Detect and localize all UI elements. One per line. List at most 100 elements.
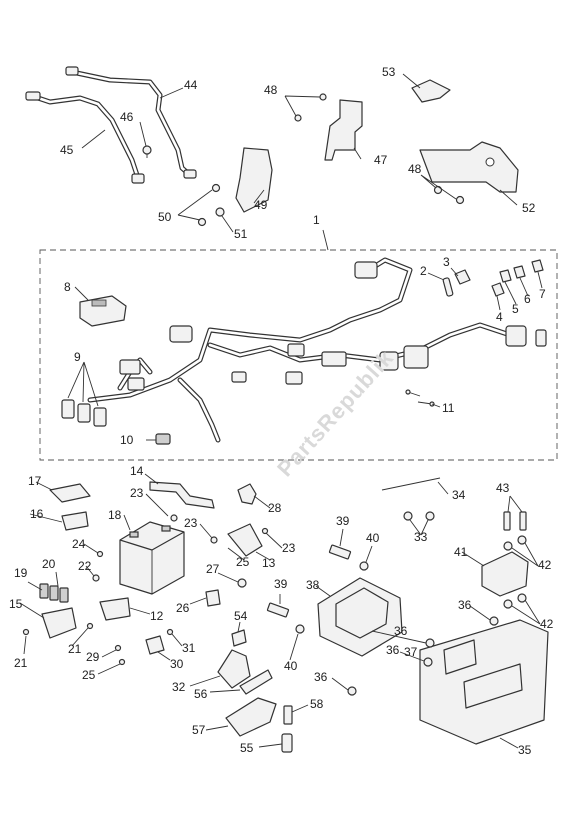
bracket-53 (411, 79, 451, 103)
cover-13 (227, 523, 263, 557)
sensor-41 (481, 551, 529, 597)
nut-29 (114, 644, 122, 652)
bolt-23 (170, 514, 269, 544)
terminals-11 (405, 389, 435, 407)
callout-41: 41 (454, 545, 468, 559)
callout-2: 2 (420, 264, 427, 278)
module-8 (79, 295, 127, 327)
bolt-55 (281, 733, 293, 753)
bracket-17 (49, 483, 91, 503)
tray-35 (419, 619, 549, 745)
callout-40a: 40 (366, 531, 380, 545)
callout-49: 49 (254, 198, 268, 212)
screw-24 (96, 550, 104, 558)
callout-18: 18 (108, 508, 122, 522)
grommet-26 (205, 589, 221, 607)
callout-42a: 42 (538, 558, 552, 572)
callout-labels: 1 2 3 4 5 6 7 8 9 10 11 12 13 14 15 16 1… (9, 65, 554, 757)
callout-39b: 39 (274, 577, 288, 591)
callout-23a: 23 (130, 486, 144, 500)
callout-12: 12 (150, 609, 164, 623)
clip-28 (237, 483, 257, 505)
callout-30: 30 (170, 657, 184, 671)
grommet-42 (503, 535, 527, 609)
callout-13: 13 (262, 556, 276, 570)
bolt-46 (142, 145, 152, 158)
callout-48b: 48 (408, 162, 422, 176)
mounting-plate-52 (419, 141, 519, 193)
clips-33 (403, 511, 435, 521)
callout-50: 50 (158, 210, 172, 224)
callout-20: 20 (42, 557, 56, 571)
fuse-block-19-20 (39, 583, 69, 603)
bracket-56 (239, 669, 273, 695)
callout-4: 4 (496, 310, 503, 324)
bolt-43 (503, 511, 527, 531)
bracket-49 (235, 147, 273, 213)
cover-57 (225, 697, 277, 737)
battery-18 (119, 521, 185, 595)
callout-33: 33 (414, 530, 428, 544)
callout-32: 32 (172, 680, 186, 694)
cap-6 (513, 265, 526, 279)
callout-39a: 39 (336, 514, 350, 528)
earth-strap-44 (65, 66, 197, 179)
sensor-32 (217, 649, 251, 689)
bolt-36 (347, 616, 499, 696)
callout-35: 35 (518, 743, 532, 757)
callout-58: 58 (310, 697, 324, 711)
callout-54: 54 (234, 609, 248, 623)
callout-46: 46 (120, 110, 134, 124)
callout-21a: 21 (14, 656, 28, 670)
washer-51 (215, 207, 225, 217)
callout-25a: 25 (236, 555, 250, 569)
callout-5: 5 (512, 302, 519, 316)
callout-28: 28 (268, 501, 282, 515)
callout-25b: 25 (82, 668, 96, 682)
bolt-58 (283, 705, 293, 725)
battery-cable-45 (25, 91, 145, 184)
holder-16 (61, 511, 89, 531)
cap-5 (499, 269, 512, 283)
callout-55: 55 (240, 741, 254, 755)
callout-52: 52 (522, 201, 536, 215)
holder-30 (145, 635, 165, 655)
cable-tie-34 (381, 477, 441, 491)
callout-29: 29 (86, 650, 100, 664)
callout-36b: 36 (394, 624, 408, 638)
bolt-39-upper (328, 544, 352, 560)
callout-37: 37 (404, 645, 418, 659)
callout-48a: 48 (264, 83, 278, 97)
callout-14: 14 (130, 464, 144, 478)
grommet-27 (237, 578, 247, 588)
cap-7 (531, 259, 544, 273)
callout-53: 53 (382, 65, 396, 79)
callout-17: 17 (28, 474, 42, 488)
callout-31: 31 (182, 641, 196, 655)
callout-36a: 36 (458, 598, 472, 612)
bracket-12 (99, 597, 131, 621)
screw-25 (118, 658, 126, 666)
callout-34: 34 (452, 488, 466, 502)
callout-16: 16 (30, 507, 44, 521)
bolt-39-lower (266, 602, 290, 618)
callout-3: 3 (443, 255, 450, 269)
pin-31 (166, 628, 174, 636)
callout-47: 47 (374, 153, 388, 167)
relay-connectors-9 (61, 399, 107, 427)
screw-48-right (433, 185, 465, 205)
screw-21 (22, 622, 94, 636)
connector-10 (155, 433, 171, 445)
callout-11: 11 (442, 401, 455, 415)
bracket-37 (443, 639, 477, 675)
callout-36d: 36 (314, 670, 328, 684)
callout-23c: 23 (282, 541, 296, 555)
ecu-38 (317, 577, 403, 657)
screw-50 (197, 183, 221, 227)
callout-51: 51 (234, 227, 248, 241)
callout-8: 8 (64, 280, 71, 294)
washer-40-upper (359, 561, 369, 571)
callout-6: 6 (524, 292, 531, 306)
callout-26: 26 (176, 601, 190, 615)
